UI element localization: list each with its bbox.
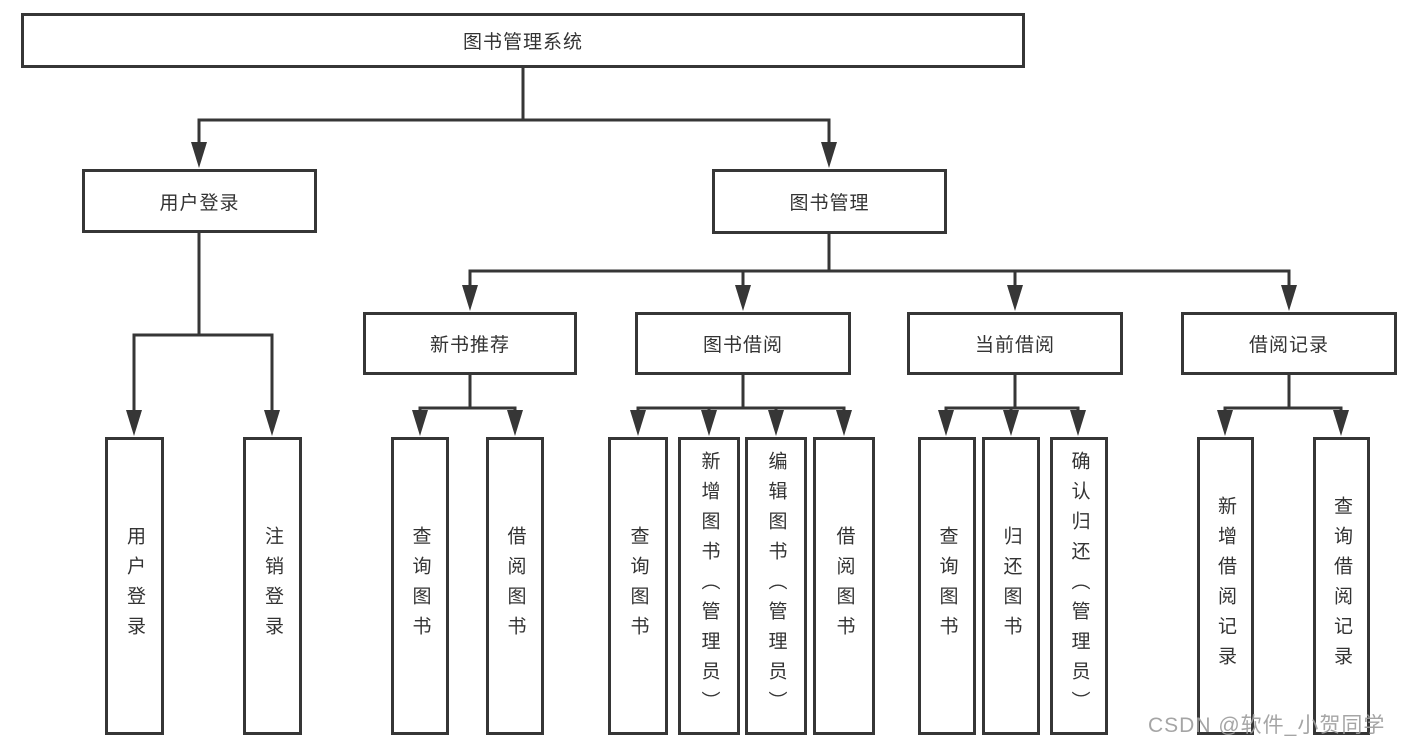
node-label: 当前借阅 <box>974 335 1055 356</box>
node-label: 图书管理 <box>789 193 870 214</box>
arrowhead-icon <box>1070 410 1086 436</box>
connector-borrow-record-to-children <box>1223 375 1343 412</box>
leaf-query-books-recommend: 查询图书 <box>391 437 449 735</box>
node-label: 查询图书 <box>409 526 431 646</box>
node-book-management: 图书管理 <box>712 169 947 234</box>
leaf-add-books-admin: 新增图书（管理员） <box>678 437 740 735</box>
leaf-borrow-books-recommend: 借阅图书 <box>486 437 544 735</box>
arrowhead-icon <box>630 410 646 436</box>
arrowhead-icon <box>1003 410 1019 436</box>
connector-book-mgmt-to-children <box>468 234 1291 287</box>
connector-user-login-to-children <box>132 233 274 412</box>
leaf-query-books-borrowing: 查询图书 <box>608 437 668 735</box>
arrowhead-icon <box>462 285 478 311</box>
leaf-add-borrow-record: 新增借阅记录 <box>1197 437 1254 735</box>
node-label: 图书借阅 <box>702 335 783 356</box>
node-label: 新增图书（管理员） <box>698 451 720 721</box>
arrowhead-icon <box>1007 285 1023 311</box>
arrowhead-icon <box>264 410 280 436</box>
arrowhead-icon <box>191 142 207 168</box>
node-label: 归还图书 <box>1000 526 1022 646</box>
leaf-user-login: 用户登录 <box>105 437 164 735</box>
leaf-return-books: 归还图书 <box>982 437 1040 735</box>
node-label: 用户登录 <box>159 192 240 214</box>
leaf-borrow-books: 借阅图书 <box>813 437 875 735</box>
leaf-logout: 注销登录 <box>243 437 302 735</box>
arrowhead-icon <box>1217 410 1233 436</box>
arrowhead-icon <box>768 410 784 436</box>
connector-book-borrow-to-children <box>636 375 846 412</box>
arrowhead-icon <box>938 410 954 436</box>
arrowhead-icon <box>701 410 717 436</box>
node-label: 借阅图书 <box>504 526 526 646</box>
arrowhead-icon <box>412 410 428 436</box>
connector-current-borrow-to-children <box>944 375 1080 412</box>
arrowhead-icon <box>836 410 852 436</box>
arrowhead-icon <box>1333 410 1349 436</box>
node-user-login: 用户登录 <box>82 169 317 233</box>
leaf-query-books-current: 查询图书 <box>918 437 976 735</box>
connector-new-book-to-children <box>418 375 517 412</box>
node-label: 用户登录 <box>124 526 145 646</box>
node-label: 借阅图书 <box>833 526 855 646</box>
node-label: 编辑图书（管理员） <box>765 451 787 721</box>
node-label: 确认归还（管理员） <box>1068 451 1090 721</box>
node-label: 查询借阅记录 <box>1331 496 1352 676</box>
node-label: 图书管理系统 <box>462 32 583 53</box>
arrowhead-icon <box>821 142 837 168</box>
arrowhead-icon <box>1281 285 1297 311</box>
node-current-borrowing: 当前借阅 <box>907 312 1123 375</box>
arrowhead-icon <box>735 285 751 311</box>
leaf-confirm-return-admin: 确认归还（管理员） <box>1050 437 1108 735</box>
node-label: 新书推荐 <box>429 335 510 356</box>
leaf-edit-books-admin: 编辑图书（管理员） <box>745 437 807 735</box>
connector-root-to-children <box>197 68 831 144</box>
node-label: 查询图书 <box>936 526 958 646</box>
node-label: 借阅记录 <box>1248 335 1329 356</box>
arrowhead-icon <box>126 410 142 436</box>
node-label: 查询图书 <box>627 526 649 646</box>
node-borrow-records: 借阅记录 <box>1181 312 1397 375</box>
watermark-text: CSDN @软件_小贺同学 <box>1148 714 1386 737</box>
node-book-borrowing: 图书借阅 <box>635 312 851 375</box>
leaf-query-borrow-record: 查询借阅记录 <box>1313 437 1370 735</box>
arrowhead-icon <box>507 410 523 436</box>
node-new-book-recommend: 新书推荐 <box>363 312 577 375</box>
node-label: 注销登录 <box>262 526 283 646</box>
node-label: 新增借阅记录 <box>1215 496 1236 676</box>
node-library-system: 图书管理系统 <box>21 13 1025 68</box>
